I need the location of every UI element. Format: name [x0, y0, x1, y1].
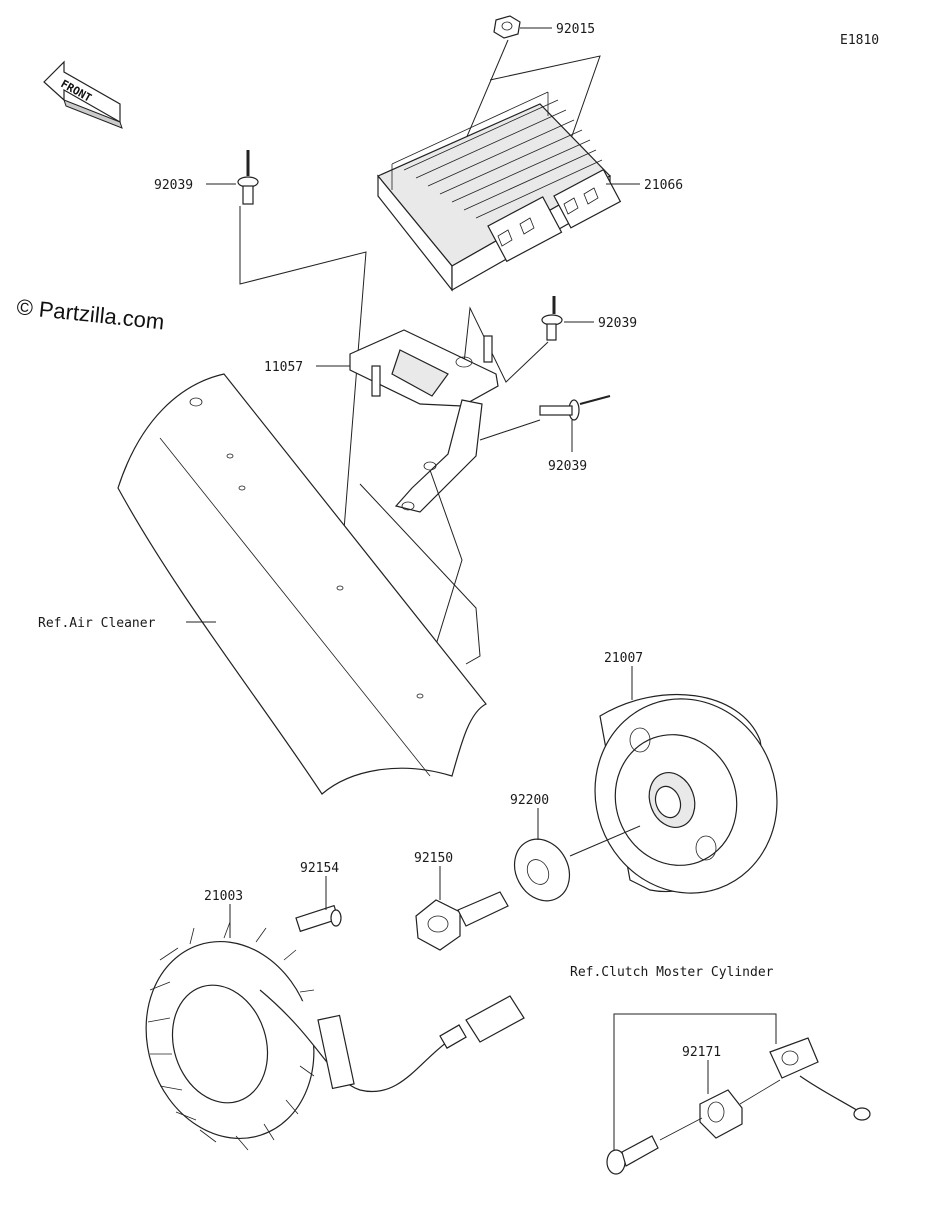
part-92039-rivet-c[interactable] [539, 395, 611, 421]
clutch-cylinder-ref-shape [739, 1037, 871, 1121]
callout-92200: 92200 [510, 793, 549, 808]
clutch-bolt-ref [606, 1117, 703, 1175]
watermark: © Partzilla.com [15, 294, 165, 334]
callout-92039-c: 92039 [548, 459, 587, 474]
part-92015-nut[interactable] [493, 15, 521, 39]
part-92171-collar[interactable] [699, 1089, 743, 1139]
part-21066-regulator[interactable] [377, 91, 622, 292]
part-92039-rivet-b[interactable] [541, 296, 563, 341]
callout-21066: 21066 [644, 178, 683, 193]
callout-11057: 11057 [264, 360, 303, 375]
part-92039-rivet-a[interactable] [237, 150, 259, 205]
front-arrow-icon: FRONT [43, 60, 123, 129]
part-11057-bracket[interactable] [349, 329, 499, 513]
callout-21003: 21003 [204, 889, 243, 904]
part-21003-stator[interactable] [121, 920, 525, 1161]
callout-92171: 92171 [682, 1045, 721, 1060]
callout-92039-b: 92039 [598, 316, 637, 331]
callout-92015: 92015 [556, 22, 595, 37]
callout-92039-a: 92039 [154, 178, 193, 193]
callout-92150: 92150 [414, 851, 453, 866]
callout-21007: 21007 [604, 651, 643, 666]
part-21007-rotor[interactable] [568, 673, 804, 919]
ref-air-cleaner: Ref.Air Cleaner [38, 616, 156, 631]
part-92200-washer[interactable] [504, 830, 580, 911]
part-92154-screw[interactable] [295, 904, 342, 933]
callout-92154: 92154 [300, 861, 339, 876]
part-92150-bolt[interactable] [415, 891, 509, 951]
air-cleaner-ref-shape [117, 373, 487, 795]
ref-clutch-master-cylinder: Ref.Clutch Moster Cylinder [570, 965, 774, 980]
diagram-code: E1810 [840, 33, 879, 48]
